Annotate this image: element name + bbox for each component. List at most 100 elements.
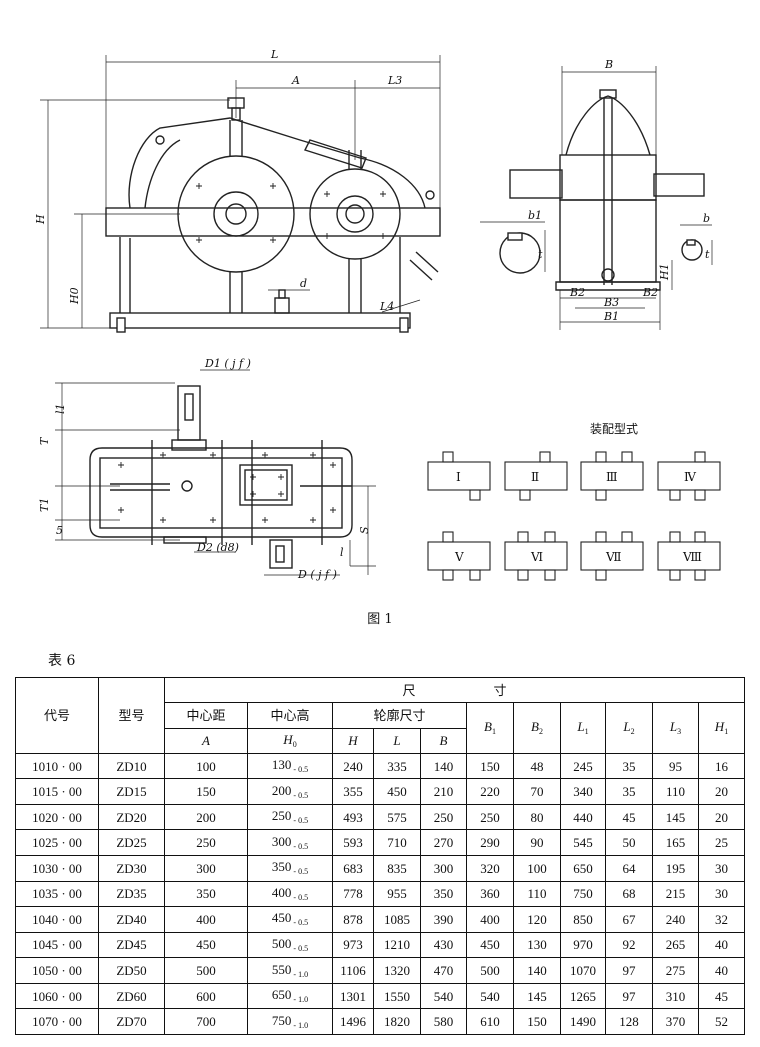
cell-b2: 150 [513, 1008, 561, 1035]
gearbox-drawing: L A L3 H H0 d L4 B b1 t b t H1 B2 B2 B3 … [34, 48, 721, 581]
header-center-height: 中心高 [247, 702, 333, 729]
cell-h: 778 [332, 880, 374, 908]
cell-b: 350 [420, 880, 467, 908]
header-model: 型号 [98, 677, 165, 754]
cell-model: ZD40 [98, 906, 165, 933]
cell-l2: 97 [605, 982, 653, 1010]
cell-l3: 240 [652, 906, 699, 933]
cell-model: ZD15 [98, 778, 165, 805]
cell-h0: 350- 0.5 [247, 855, 333, 882]
dim-label-D2: D2 (d8) [196, 541, 239, 554]
cell-a: 350 [164, 880, 248, 908]
cell-b1: 290 [466, 829, 514, 856]
cell-l2: 128 [605, 1008, 653, 1035]
cell-l3: 110 [652, 778, 699, 805]
cell-b: 430 [420, 931, 467, 959]
assembly-label-5: Ⅴ [454, 550, 464, 564]
cell-h0: 200- 0.5 [247, 778, 333, 805]
cell-model: ZD10 [98, 752, 165, 780]
dim-label-S: S [358, 526, 371, 534]
cell-b1: 150 [466, 752, 514, 780]
assembly-label-3: Ⅲ [606, 470, 618, 484]
cell-model: ZD45 [98, 931, 165, 959]
cell-b: 250 [420, 803, 467, 831]
cell-a: 400 [164, 906, 248, 933]
header-B2: B2 [513, 702, 561, 754]
assembly-label-8: Ⅷ [682, 550, 702, 564]
cell-h1: 40 [698, 957, 745, 984]
cell-b1: 450 [466, 931, 514, 959]
cell-b1: 500 [466, 957, 514, 984]
cell-l: 835 [373, 855, 421, 882]
cell-l3: 310 [652, 982, 699, 1010]
tolerance: - 1.0 [293, 969, 309, 979]
side-view [499, 89, 705, 291]
dim-label-T1: T1 [38, 498, 51, 512]
dim-label-H: H [34, 214, 47, 225]
cell-h0: 450- 0.5 [247, 906, 333, 933]
dim-label-H1: H1 [658, 263, 671, 281]
cell-b2: 110 [513, 880, 561, 908]
cell-l2: 67 [605, 906, 653, 933]
cell-h: 973 [332, 931, 374, 959]
cell-a: 250 [164, 829, 248, 856]
dim-label-L3: L3 [387, 74, 402, 87]
cell-h: 493 [332, 803, 374, 831]
cell-l: 1085 [373, 906, 421, 933]
header-outline: 轮廓尺寸 [332, 702, 467, 729]
cell-b: 470 [420, 957, 467, 984]
header-dimensions: 尺 寸 [164, 676, 745, 704]
cell-l1: 1490 [560, 1008, 606, 1035]
tolerance: - 0.5 [293, 943, 309, 953]
cell-b1: 250 [466, 803, 514, 831]
tolerance: - 0.5 [293, 918, 309, 928]
cell-l1: 650 [560, 855, 606, 882]
dim-label-D: D ( j f ) [297, 568, 337, 581]
cell-b: 270 [420, 829, 467, 856]
cell-h: 1496 [332, 1008, 374, 1035]
cell-b: 580 [420, 1008, 467, 1035]
cell-l: 335 [373, 752, 421, 780]
dim-label-b: b [703, 212, 710, 225]
cell-l2: 50 [605, 829, 653, 856]
cell-h0: 130- 0.5 [247, 752, 333, 780]
cell-a: 450 [164, 931, 248, 959]
cell-a: 100 [164, 752, 248, 780]
cell-a: 500 [164, 957, 248, 984]
cell-b: 300 [420, 855, 467, 882]
cell-h0: 550- 1.0 [247, 957, 333, 984]
cell-h0: 250- 0.5 [247, 803, 333, 831]
cell-h1: 32 [698, 906, 745, 933]
dim-label-b1: b1 [528, 209, 542, 222]
cell-b: 140 [420, 752, 467, 780]
cell-code: 1050 · 00 [15, 957, 99, 984]
cell-l2: 64 [605, 855, 653, 882]
dim-label-L4: L4 [379, 300, 394, 313]
cell-l1: 750 [560, 880, 606, 908]
cell-l3: 275 [652, 957, 699, 984]
assembly-label-4: Ⅳ [684, 470, 697, 484]
cell-l3: 265 [652, 931, 699, 959]
dim-label-B: B [604, 58, 613, 71]
cell-l2: 45 [605, 803, 653, 831]
cell-h1: 30 [698, 855, 745, 882]
cell-h: 1301 [332, 982, 374, 1010]
cell-model: ZD35 [98, 880, 165, 908]
cell-code: 1060 · 00 [15, 982, 99, 1010]
figure-caption: 图 1 [367, 612, 393, 627]
header-L1: L1 [560, 702, 606, 754]
cell-h: 1106 [332, 957, 374, 984]
cell-b: 540 [420, 982, 467, 1010]
cell-l: 1320 [373, 957, 421, 984]
cell-h0: 500- 0.5 [247, 931, 333, 959]
cell-h0: 750- 1.0 [247, 1008, 333, 1035]
cell-l: 1820 [373, 1008, 421, 1035]
cell-l: 575 [373, 803, 421, 831]
cell-l3: 370 [652, 1008, 699, 1035]
cell-h0: 300- 0.5 [247, 829, 333, 856]
